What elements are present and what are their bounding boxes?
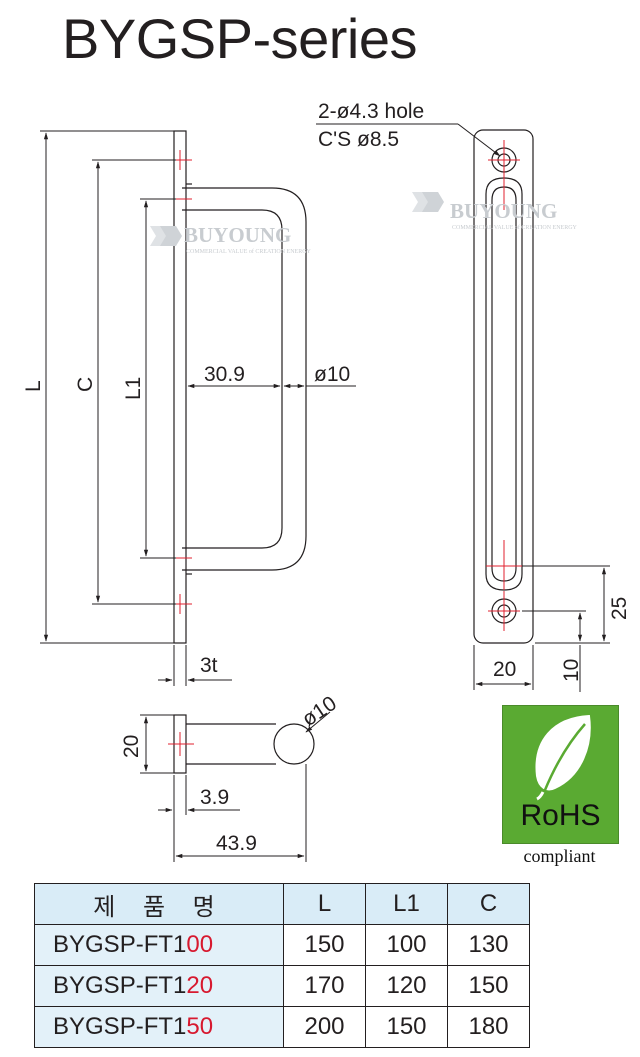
dim-C-label: C	[74, 377, 97, 392]
product-name-prefix: BYGSP-FT1	[53, 1013, 187, 1040]
watermark-logo-right: BUYOUNG COMMERCIAL VALUE of CREATION ENE…	[412, 192, 578, 231]
dim-L1-label: L1	[122, 377, 145, 400]
watermark-brand-right: BUYOUNG	[450, 199, 557, 223]
callout-countersink: C'S ø8.5	[318, 128, 399, 151]
cell-C: 130	[447, 924, 530, 966]
base-plate	[173, 130, 187, 644]
dim-dia10-side-label: ø10	[298, 692, 341, 731]
watermark-brand-left: BUYOUNG	[184, 223, 291, 247]
table-row: BYGSP-FT150 200 150 180	[34, 1006, 530, 1048]
rohs-badge: RoHS	[502, 705, 619, 844]
product-name: BYGSP-FT150	[34, 1006, 284, 1048]
cell-L1: 120	[365, 965, 448, 1007]
side-rod-end	[273, 723, 315, 765]
spec-table: 제 품 명 L L1 C BYGSP-FT100 150 100 130 BYG…	[34, 883, 530, 1048]
product-name-suffix: 50	[186, 1013, 214, 1040]
cell-L1: 150	[365, 1006, 448, 1048]
dim-dia10-front-label: ø10	[314, 363, 350, 386]
page-title: BYGSP-series	[62, 7, 418, 70]
plate-outline	[473, 129, 534, 644]
handle-outline-outer	[182, 187, 307, 571]
center-marks-front	[168, 150, 192, 614]
col-header-C: C	[447, 883, 530, 925]
side-view	[173, 714, 315, 774]
watermark-logo-left: BUYOUNG COMMERCIAL VALUE of CREATION ENE…	[150, 223, 312, 255]
product-name-suffix: 00	[186, 931, 214, 958]
handle-outline-inner	[182, 209, 283, 549]
dim-43-9-label: 43.9	[216, 832, 257, 855]
product-name-prefix: BYGSP-FT1	[53, 931, 187, 958]
dim-10-label: 10	[560, 659, 583, 682]
table-row: BYGSP-FT120 170 120 150	[34, 965, 530, 1007]
cell-L: 150	[283, 924, 366, 966]
dim-20-plate-label: 20	[493, 658, 516, 681]
slot-outline	[485, 177, 523, 591]
dim-30-9-label: 30.9	[204, 363, 245, 386]
col-header-L1: L1	[365, 883, 448, 925]
front-dimension-lines	[40, 130, 356, 686]
technical-drawing: L C L1 30.9 ø10 3t BUYOUNG COMMERCIAL VA…	[22, 100, 631, 862]
center-marks-side	[168, 732, 194, 756]
col-header-L: L	[283, 883, 366, 925]
dim-L-label: L	[22, 380, 45, 392]
product-name: BYGSP-FT100	[34, 924, 284, 966]
cell-C: 150	[447, 965, 530, 1007]
product-name-prefix: BYGSP-FT1	[53, 972, 187, 999]
dim-20-side-label: 20	[120, 735, 143, 758]
watermark-tagline-right: COMMERCIAL VALUE of CREATION ENERGY	[452, 224, 578, 231]
plate-dimension-lines	[473, 565, 610, 692]
rohs-caption: compliant	[523, 846, 596, 866]
dim-3-9-label: 3.9	[200, 786, 229, 809]
dim-25-label: 25	[608, 597, 631, 620]
cell-L: 170	[283, 965, 366, 1007]
hole-callout-leader	[316, 123, 501, 157]
side-dimension-lines	[140, 711, 331, 862]
cell-C: 180	[447, 1006, 530, 1048]
callout-hole: 2-ø4.3 hole	[318, 100, 424, 123]
product-name: BYGSP-FT120	[34, 965, 284, 1007]
watermark-tagline-left: COMMERCIAL VALUE of CREATION ENERGY	[186, 248, 312, 255]
dim-3t-label: 3t	[200, 654, 218, 677]
center-marks-plate	[486, 140, 522, 631]
cell-L1: 100	[365, 924, 448, 966]
rohs-label: RoHS	[520, 799, 601, 832]
product-name-suffix: 20	[186, 972, 214, 999]
table-header-row: 제 품 명 L L1 C	[34, 883, 530, 925]
leaf-icon	[535, 714, 591, 801]
front-view	[173, 130, 307, 644]
table-row: BYGSP-FT100 150 100 130	[34, 924, 530, 966]
cell-L: 200	[283, 1006, 366, 1048]
col-header-name: 제 품 명	[34, 883, 284, 925]
